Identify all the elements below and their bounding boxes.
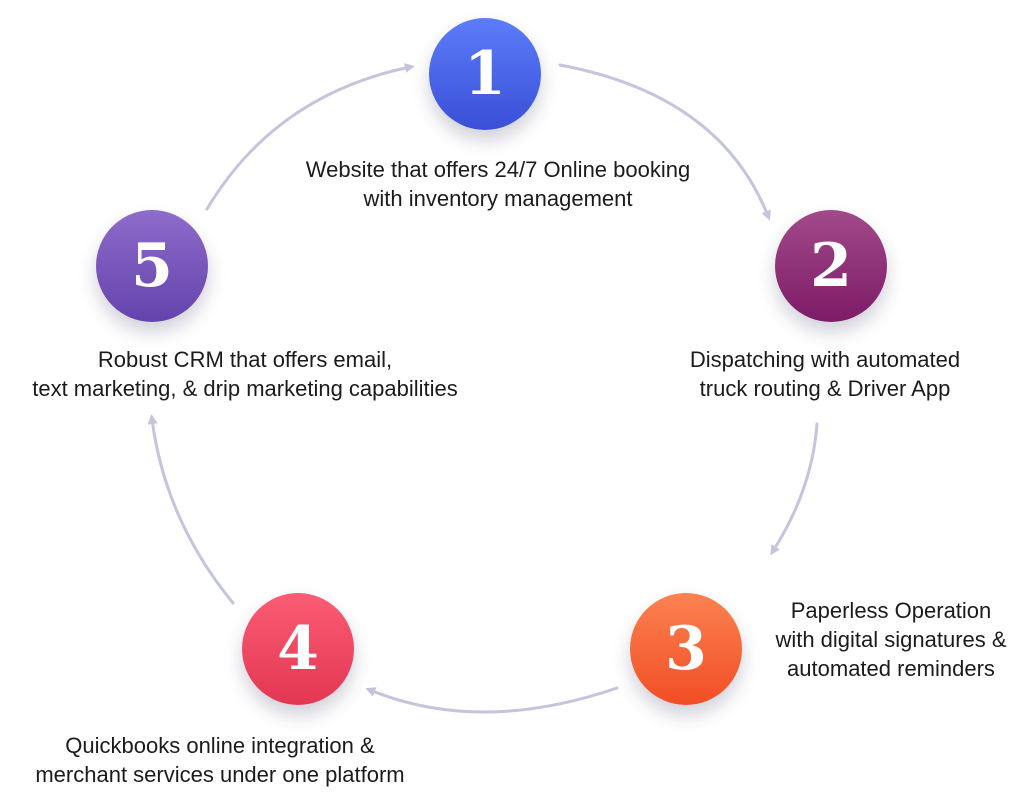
arrow-4-to-5 xyxy=(147,414,235,605)
step-3-circle: 3 xyxy=(630,593,742,705)
step-5-label-line: text marketing, & drip marketing capabil… xyxy=(32,376,458,401)
step-5-label-line: Robust CRM that offers email, xyxy=(97,347,393,372)
step-2-label: Dispatching with automated truck routing… xyxy=(640,345,1010,403)
arrow-2-to-3 xyxy=(770,422,819,556)
step-4-label-line: merchant services under one platform xyxy=(35,762,405,787)
step-1-circle: 1 xyxy=(429,18,541,130)
step-2-circle: 2 xyxy=(775,210,887,322)
step-3-label-line: Paperless Operation xyxy=(790,598,992,623)
step-1-label-line: Website that offers 24/7 Online booking xyxy=(305,157,691,182)
step-5-label: Robust CRM that offers email, text marke… xyxy=(0,345,490,403)
step-2-number: 2 xyxy=(810,231,852,301)
step-3-label-line: automated reminders xyxy=(787,656,995,681)
step-3-number: 3 xyxy=(665,614,707,684)
step-1-number: 1 xyxy=(464,39,506,109)
step-5-circle: 5 xyxy=(96,210,208,322)
step-3-label-line: with digital signatures & xyxy=(775,627,1007,652)
arrow-1-to-2 xyxy=(558,63,771,221)
step-2-label-line: truck routing & Driver App xyxy=(699,376,951,401)
step-4-label-line: Quickbooks online integration & xyxy=(65,733,375,758)
arrow-5-to-1 xyxy=(205,63,415,211)
step-1-label: Website that offers 24/7 Online booking … xyxy=(278,155,718,213)
step-4-label: Quickbooks online integration & merchant… xyxy=(0,731,440,789)
step-5-number: 5 xyxy=(131,231,173,301)
step-4-circle: 4 xyxy=(242,593,354,705)
step-2-label-line: Dispatching with automated xyxy=(689,347,961,372)
step-4-number: 4 xyxy=(277,614,319,684)
arrow-3-to-4 xyxy=(365,686,619,714)
step-3-label: Paperless Operation with digital signatu… xyxy=(758,596,1024,683)
step-1-label-line: with inventory management xyxy=(363,186,633,211)
